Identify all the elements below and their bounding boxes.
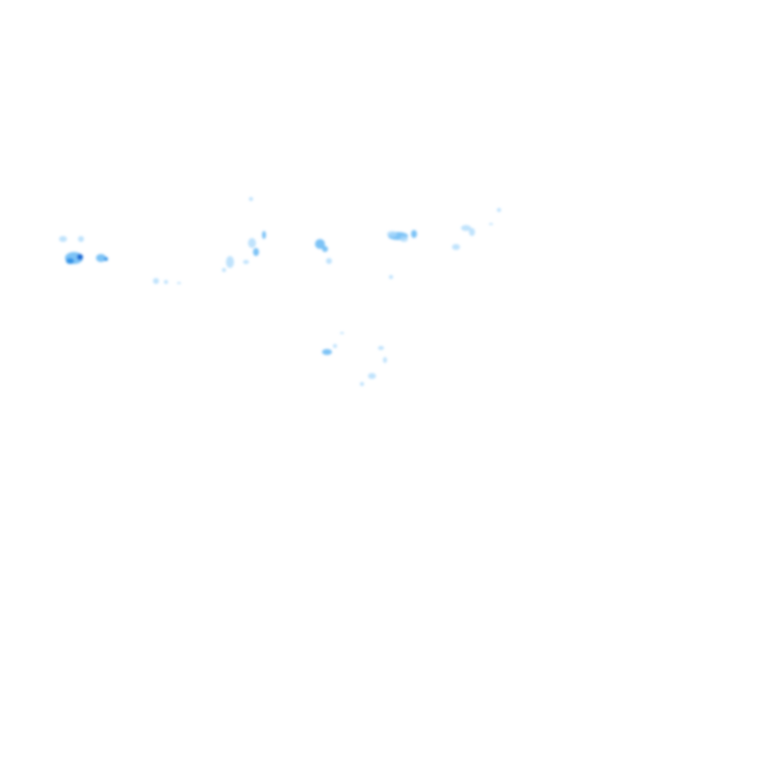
radar-echo	[226, 256, 234, 268]
radar-echo	[78, 236, 84, 242]
radar-echo	[253, 248, 259, 256]
radar-echo	[452, 244, 460, 250]
radar-echo	[368, 373, 376, 379]
radar-echo	[326, 258, 332, 264]
radar-echo	[489, 223, 493, 225]
radar-echo	[469, 228, 475, 236]
radar-echo	[333, 344, 337, 348]
radar-echo	[177, 282, 181, 284]
radar-echo	[315, 239, 325, 249]
radar-echo	[153, 278, 159, 284]
radar-echo	[104, 257, 108, 261]
radar-echo	[322, 246, 328, 252]
radar-echo	[243, 260, 249, 264]
radar-echo	[248, 238, 256, 248]
radar-echo	[262, 231, 266, 239]
radar-echo	[383, 357, 387, 363]
radar-echo	[340, 332, 344, 334]
radar-echo	[387, 231, 397, 237]
radar-echo	[164, 280, 168, 284]
radar-echo	[497, 208, 501, 212]
radar-echo	[400, 236, 408, 242]
radar-echo	[249, 197, 253, 201]
radar-echo	[461, 225, 471, 231]
radar-echo	[378, 346, 384, 350]
radar-echo	[96, 254, 106, 262]
radar-echo	[322, 349, 332, 355]
radar-echo	[66, 258, 74, 264]
radar-echo	[222, 268, 226, 272]
radar-echo	[360, 382, 364, 386]
radar-echo	[77, 254, 83, 260]
radar-echo	[59, 236, 67, 242]
radar-echo	[411, 230, 417, 238]
radar-echo	[389, 275, 393, 279]
